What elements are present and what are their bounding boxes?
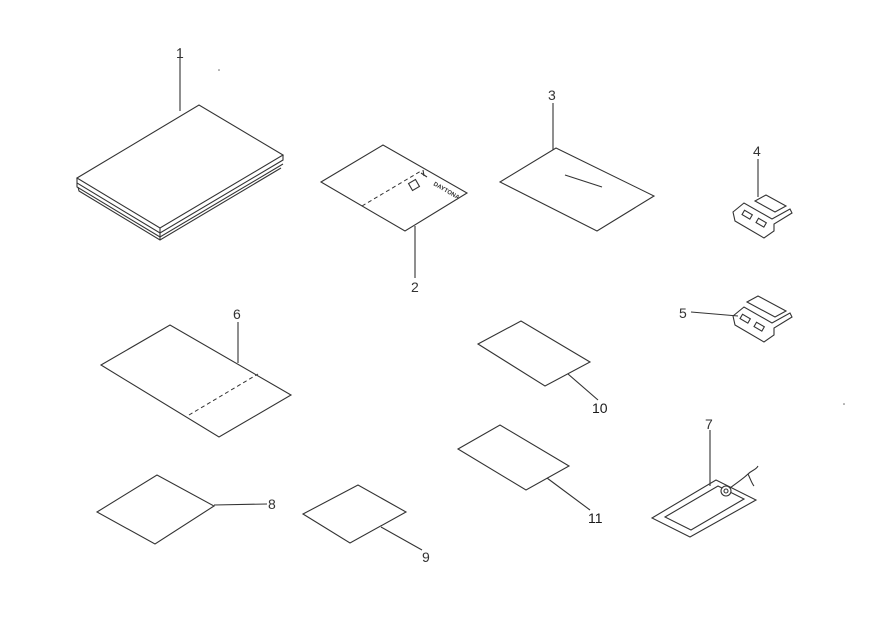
part-5-fuse [690, 295, 793, 343]
callout-3: 3 [548, 87, 556, 103]
callout-11: 11 [588, 510, 603, 526]
part-3-leaflet [498, 103, 656, 232]
part-4-fuse [732, 159, 793, 239]
part-8-card [95, 474, 268, 545]
part-7-key-tag [650, 430, 759, 538]
part-10-card [476, 320, 599, 401]
part-11-card [456, 424, 591, 511]
speck [218, 69, 220, 71]
part-1-owners-manual [75, 48, 285, 241]
callout-5: 5 [679, 305, 687, 321]
callout-9: 9 [422, 549, 430, 565]
part-9-card [301, 484, 423, 551]
callout-8: 8 [268, 496, 276, 512]
part-2-service-card: DAYTONA [319, 144, 469, 278]
callout-10: 10 [592, 400, 608, 416]
callout-6: 6 [233, 306, 241, 322]
callout-2: 2 [411, 279, 419, 295]
callout-7: 7 [705, 416, 713, 432]
callout-4: 4 [753, 143, 761, 159]
part-6-folded-leaflet [99, 322, 293, 438]
callout-1: 1 [176, 45, 184, 61]
speck [843, 403, 845, 405]
